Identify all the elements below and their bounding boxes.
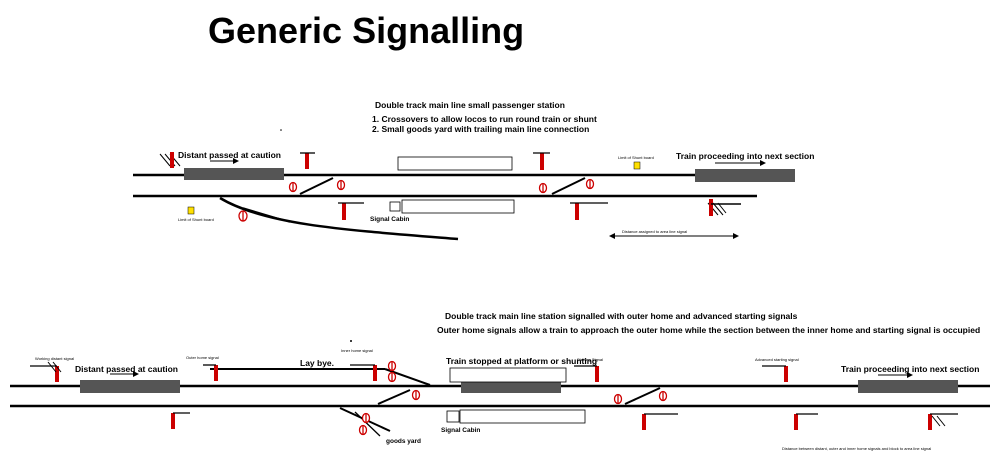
- diagram1-heading: Double track main line small passenger s…: [375, 100, 565, 110]
- goods-yard-siding: [219, 196, 459, 241]
- goods-yard-line-2: [354, 411, 381, 437]
- starting-signal: [574, 365, 599, 382]
- marker-dot: [280, 129, 282, 131]
- train-proceeding: [695, 169, 795, 182]
- lay-bye-label: Lay bye.: [300, 358, 335, 368]
- disc-signal-icon: [288, 181, 298, 193]
- starting-signal-label: Starting Signal: [577, 357, 604, 362]
- diagram2-heading: Double track main line station signalled…: [445, 311, 798, 321]
- home-signal-down: [570, 202, 608, 220]
- disc-signal-icon: [538, 182, 548, 194]
- train-distant: [184, 168, 284, 180]
- inner-home-label: Inner home signal: [341, 348, 373, 353]
- starting-signal-down: [338, 202, 364, 220]
- distance-note-2: Distance between distant, outer and inne…: [782, 446, 932, 451]
- diagonal-striped-arm-icon: [707, 199, 741, 216]
- crossover-right: [551, 177, 586, 195]
- inner-home-signal: [350, 364, 377, 381]
- shunt-board-icon: [187, 206, 195, 215]
- disc-signal-icon: [238, 210, 248, 222]
- page-title: Generic Signalling: [208, 10, 525, 51]
- advanced-starting-signal: [762, 365, 788, 382]
- diagram-2: [10, 340, 990, 437]
- signal-cabin-box: [389, 201, 401, 212]
- crossover-2-right: [624, 387, 661, 405]
- train-stopped-label: Train stopped at platform or shunting: [446, 356, 598, 366]
- down-signal-1: [171, 412, 190, 429]
- train-distant-2: [80, 380, 180, 393]
- disc-signal-icon: [387, 360, 397, 372]
- train-at-platform: [461, 380, 561, 393]
- diagram-1: [133, 129, 795, 241]
- diagram2-note: Outer home signals allow a train to appr…: [437, 325, 981, 335]
- disc-signal-icon: [613, 393, 623, 405]
- starting-signal-up: [533, 152, 550, 170]
- distant-label-2: Distant passed at caution: [75, 364, 178, 374]
- disc-signal-icon: [361, 412, 371, 424]
- diagram1-note-2: 2. Small goods yard with trailing main l…: [372, 124, 590, 134]
- platform-up-2: [449, 367, 567, 383]
- outer-home-signal: [203, 364, 218, 381]
- down-signal-3: [794, 413, 818, 430]
- crossover-2-left: [377, 389, 411, 405]
- diagonal-striped-arm-icon: [159, 152, 181, 168]
- train-proceeding-label-2: Train proceeding into next section: [841, 364, 980, 374]
- train-proceeding-label: Train proceeding into next section: [676, 151, 815, 161]
- distant-label: Distant passed at caution: [178, 150, 281, 160]
- disc-signal-icon: [336, 179, 346, 191]
- disc-signal-icon: [658, 390, 668, 402]
- signal-cabin-label-2: Signal Cabin: [441, 427, 481, 434]
- diagonal-striped-arm-icon: [30, 361, 62, 382]
- home-signal-up: [300, 152, 315, 169]
- outer-home-label: Outer home signal: [186, 355, 219, 360]
- disc-signal-icon: [411, 389, 421, 401]
- crossover-left: [299, 177, 334, 195]
- lay-bye-connection: [384, 368, 431, 386]
- platform-down: [401, 199, 515, 214]
- goods-yard-siding-spur: [242, 207, 291, 223]
- marker-dot: [350, 340, 352, 342]
- limit-shunt-label-right: Limit of Shunt board: [618, 155, 654, 160]
- shunt-board-icon: [633, 161, 641, 170]
- goods-yard-label: goods yard: [386, 438, 422, 445]
- distance-note: Distance assigned to area line signal: [622, 229, 688, 234]
- advanced-starting-label: Advanced starting signal: [755, 357, 799, 362]
- diagonal-striped-arm-icon: [928, 413, 958, 430]
- train-proceeding-2: [858, 380, 958, 393]
- disc-signal-icon: [358, 424, 368, 436]
- disc-signal-icon: [387, 371, 397, 383]
- down-signal-2: [642, 413, 678, 430]
- disc-signal-icon: [585, 178, 595, 190]
- working-distant-label: Working distant signal: [35, 356, 75, 361]
- signal-cabin-label: Signal Cabin: [370, 216, 410, 223]
- diagram1-note-1: 1. Crossovers to allow locos to run roun…: [372, 114, 597, 124]
- limit-shunt-label-left: Limit of Shunt board: [178, 217, 214, 222]
- platform-down-2: [459, 409, 586, 424]
- platform-up: [397, 156, 513, 171]
- signal-cabin-box-2: [446, 410, 460, 423]
